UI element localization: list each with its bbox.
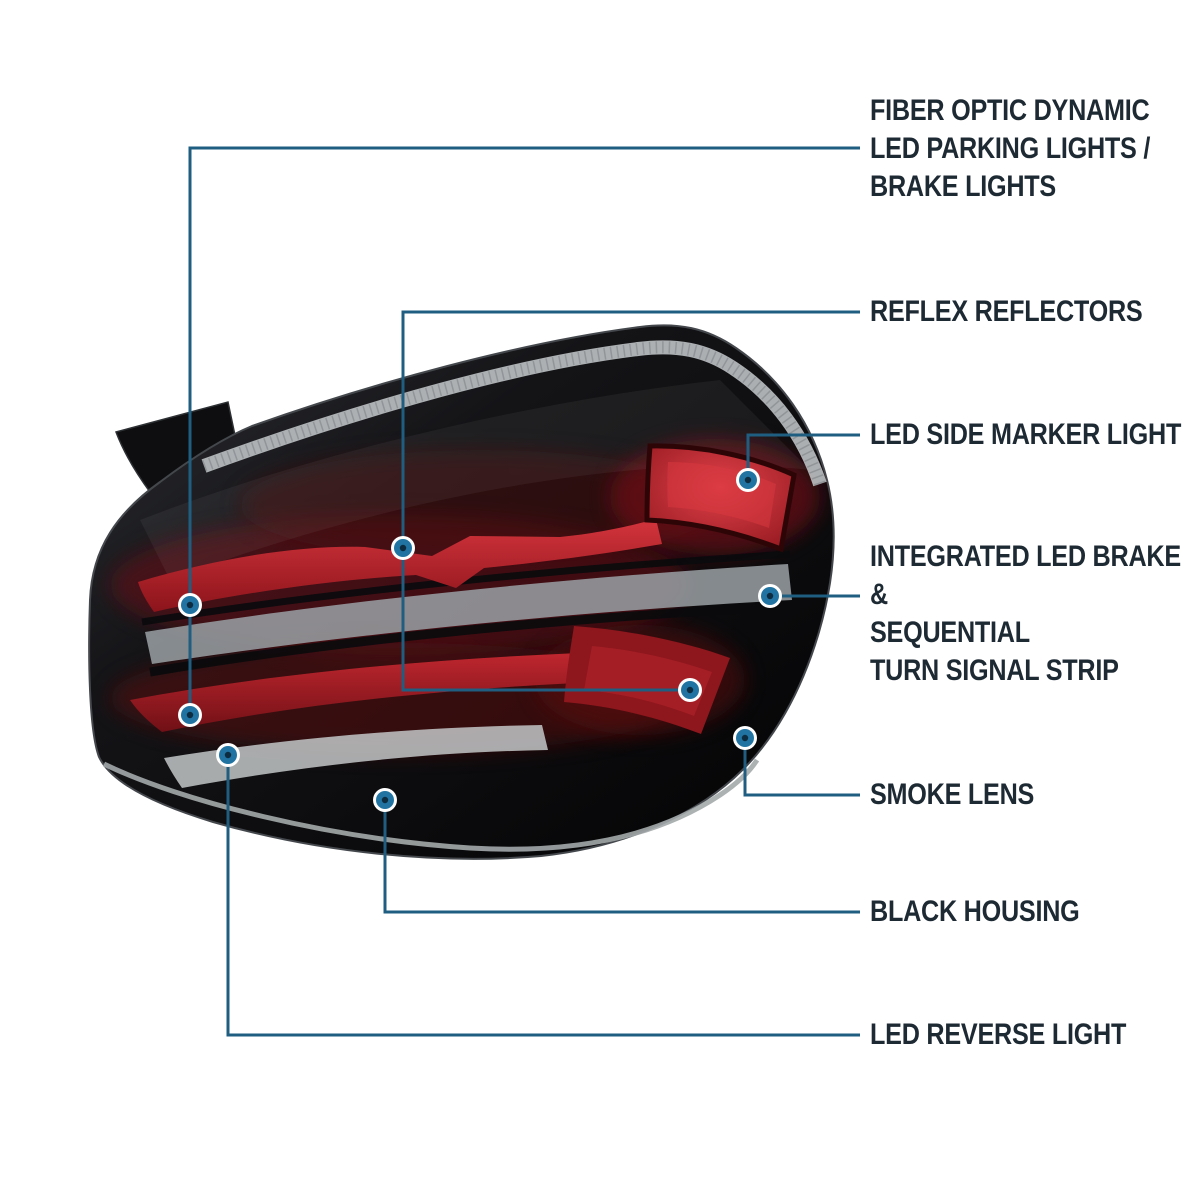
callout-dot-integrated-brake: [758, 584, 782, 608]
tail-light-illustration: [88, 324, 835, 860]
callout-label-line: SEQUENTIAL: [870, 616, 1030, 649]
callout-label-led-reverse-light: LED REVERSE LIGHT: [870, 1016, 1126, 1054]
callout-dot-smoke-lens: [733, 726, 757, 750]
callout-label-black-housing: BLACK HOUSING: [870, 893, 1080, 931]
callout-label-line: BRAKE LIGHTS: [870, 170, 1056, 203]
callout-dot-side-marker: [736, 468, 760, 492]
callout-dot-fiber-optic-lower: [178, 703, 202, 727]
callout-line-side-marker: [746, 433, 860, 480]
reverse-light-strip: [164, 725, 548, 788]
callout-dot-black-housing: [373, 788, 397, 812]
sequential-turn-signal-strip: [145, 564, 792, 664]
callout-label-integrated-led-brake-sequential-turn-signal-strip: INTEGRATED LED BRAKE & SEQUENTIAL TURN S…: [870, 538, 1181, 690]
callout-label-line: SMOKE LENS: [870, 778, 1035, 811]
callout-label-line: TURN SIGNAL STRIP: [870, 654, 1119, 687]
callout-label-line: LED PARKING LIGHTS /: [870, 132, 1151, 165]
callout-dot-reverse-light: [216, 743, 240, 767]
callout-label-line: LED SIDE MARKER LIGHT: [870, 418, 1182, 451]
divider-line-lower: [149, 601, 796, 677]
callout-line-black-housing: [383, 800, 860, 914]
callout-label-fiber-optic-dynamic-led-parking-brake-lights: FIBER OPTIC DYNAMIC LED PARKING LIGHTS /…: [870, 92, 1150, 206]
callout-label-line: FIBER OPTIC DYNAMIC: [870, 94, 1150, 127]
callout-dot-fiber-optic-upper: [178, 593, 202, 617]
callout-line-reflex-reflectors: [401, 310, 860, 692]
callout-label-line: &: [870, 578, 888, 611]
callout-line-reverse-light: [226, 755, 860, 1037]
fiber-optic-red-bar-upper: [138, 519, 662, 612]
callout-label-reflex-reflectors: REFLEX REFLECTORS: [870, 293, 1143, 331]
callout-label-led-side-marker-light: LED SIDE MARKER LIGHT: [870, 416, 1181, 454]
lens-sheen: [140, 380, 810, 580]
callout-dots: [178, 468, 782, 812]
callout-label-line: INTEGRATED LED BRAKE: [870, 540, 1181, 573]
bottom-trim: [102, 758, 760, 852]
chrome-top-rim: [201, 340, 827, 487]
callout-lines: [188, 146, 860, 1037]
callout-line-fiber-optic: [188, 146, 860, 715]
callout-label-line: LED REVERSE LIGHT: [870, 1018, 1127, 1051]
callout-dot-reflex-lower: [678, 678, 702, 702]
callout-label-smoke-lens: SMOKE LENS: [870, 776, 1034, 814]
brake-segment-right-core: [584, 646, 712, 716]
callout-label-line: REFLEX REFLECTORS: [870, 295, 1143, 328]
callout-dot-reflex-upper: [391, 536, 415, 560]
callout-label-line: BLACK HOUSING: [870, 895, 1080, 928]
fiber-optic-red-bar-lower: [130, 651, 648, 732]
callout-line-smoke-lens: [743, 738, 860, 797]
